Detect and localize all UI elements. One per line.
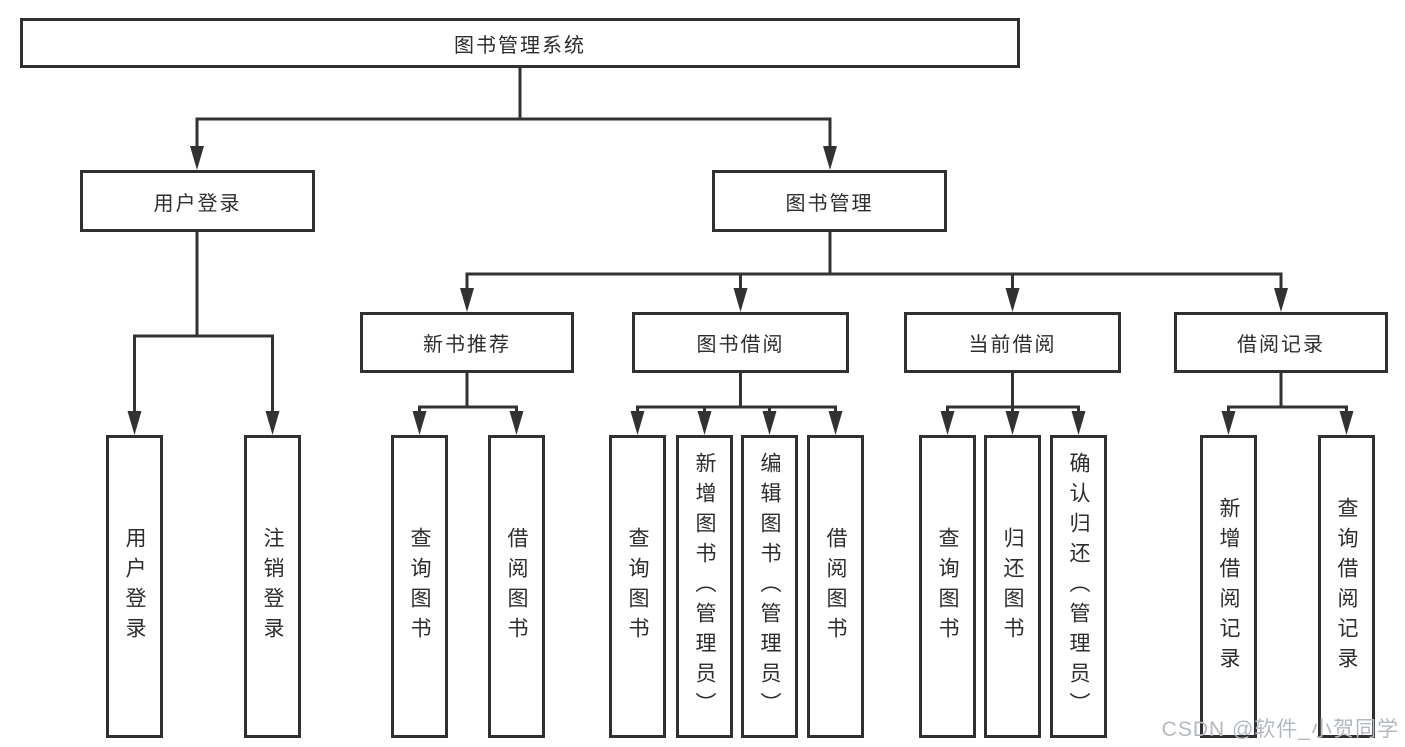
node-user-login-branch-label: 用户登录 (153, 192, 242, 215)
leaf-user-login-label: 用户登录 (123, 526, 146, 647)
node-root: 图书管理系统 (20, 18, 1020, 68)
node-borrow-records-label: 借阅记录 (1237, 334, 1325, 356)
leaf-confirm-return-admin: 确认归还（管理员） (1050, 435, 1107, 738)
node-book-management-branch: 图书管理 (712, 170, 947, 232)
node-new-book-recommend: 新书推荐 (360, 312, 574, 373)
leaf-recommend-borrow-books-label: 借阅图书 (505, 526, 528, 647)
node-current-borrow-label: 当前借阅 (968, 334, 1057, 356)
node-book-borrow-label: 图书借阅 (696, 334, 785, 356)
leaf-query-borrow-record-label: 查询借阅记录 (1335, 496, 1358, 677)
leaf-return-book: 归还图书 (984, 435, 1041, 738)
leaf-logout: 注销登录 (244, 435, 301, 738)
node-user-login-branch: 用户登录 (80, 170, 315, 232)
leaf-borrow-query-books-label: 查询图书 (626, 526, 649, 647)
leaf-add-borrow-record-label: 新增借阅记录 (1217, 496, 1240, 677)
leaf-current-query-books: 查询图书 (919, 435, 976, 738)
node-new-book-recommend-label: 新书推荐 (423, 334, 511, 356)
leaf-recommend-query-books-label: 查询图书 (408, 526, 431, 647)
leaf-logout-label: 注销登录 (261, 526, 284, 647)
leaf-add-borrow-record: 新增借阅记录 (1200, 435, 1257, 738)
leaf-borrow-book-label: 借阅图书 (824, 526, 847, 647)
node-borrow-records: 借阅记录 (1174, 312, 1388, 373)
node-book-borrow: 图书借阅 (632, 312, 849, 373)
leaf-add-book-admin-label: 新增图书（管理员） (693, 451, 716, 722)
arrowheads (127, 146, 1354, 435)
leaf-confirm-return-admin-label: 确认归还（管理员） (1067, 451, 1090, 722)
leaf-user-login: 用户登录 (106, 435, 163, 738)
csdn-watermark: CSDN @软件_小贺同学 (1161, 718, 1399, 741)
leaf-borrow-query-books: 查询图书 (609, 435, 666, 738)
leaf-edit-book-admin: 编辑图书（管理员） (741, 435, 798, 738)
node-book-management-branch-label: 图书管理 (785, 192, 874, 215)
leaf-edit-book-admin-label: 编辑图书（管理员） (758, 451, 781, 722)
leaf-recommend-borrow-books: 借阅图书 (488, 435, 545, 738)
leaf-borrow-book: 借阅图书 (807, 435, 864, 738)
leaf-add-book-admin: 新增图书（管理员） (676, 435, 733, 738)
node-current-borrow: 当前借阅 (904, 312, 1121, 373)
leaf-query-borrow-record: 查询借阅记录 (1318, 435, 1375, 738)
leaf-return-book-label: 归还图书 (1001, 526, 1024, 647)
leaf-current-query-books-label: 查询图书 (936, 526, 959, 647)
node-root-label: 图书管理系统 (454, 34, 586, 57)
leaf-recommend-query-books: 查询图书 (391, 435, 448, 738)
